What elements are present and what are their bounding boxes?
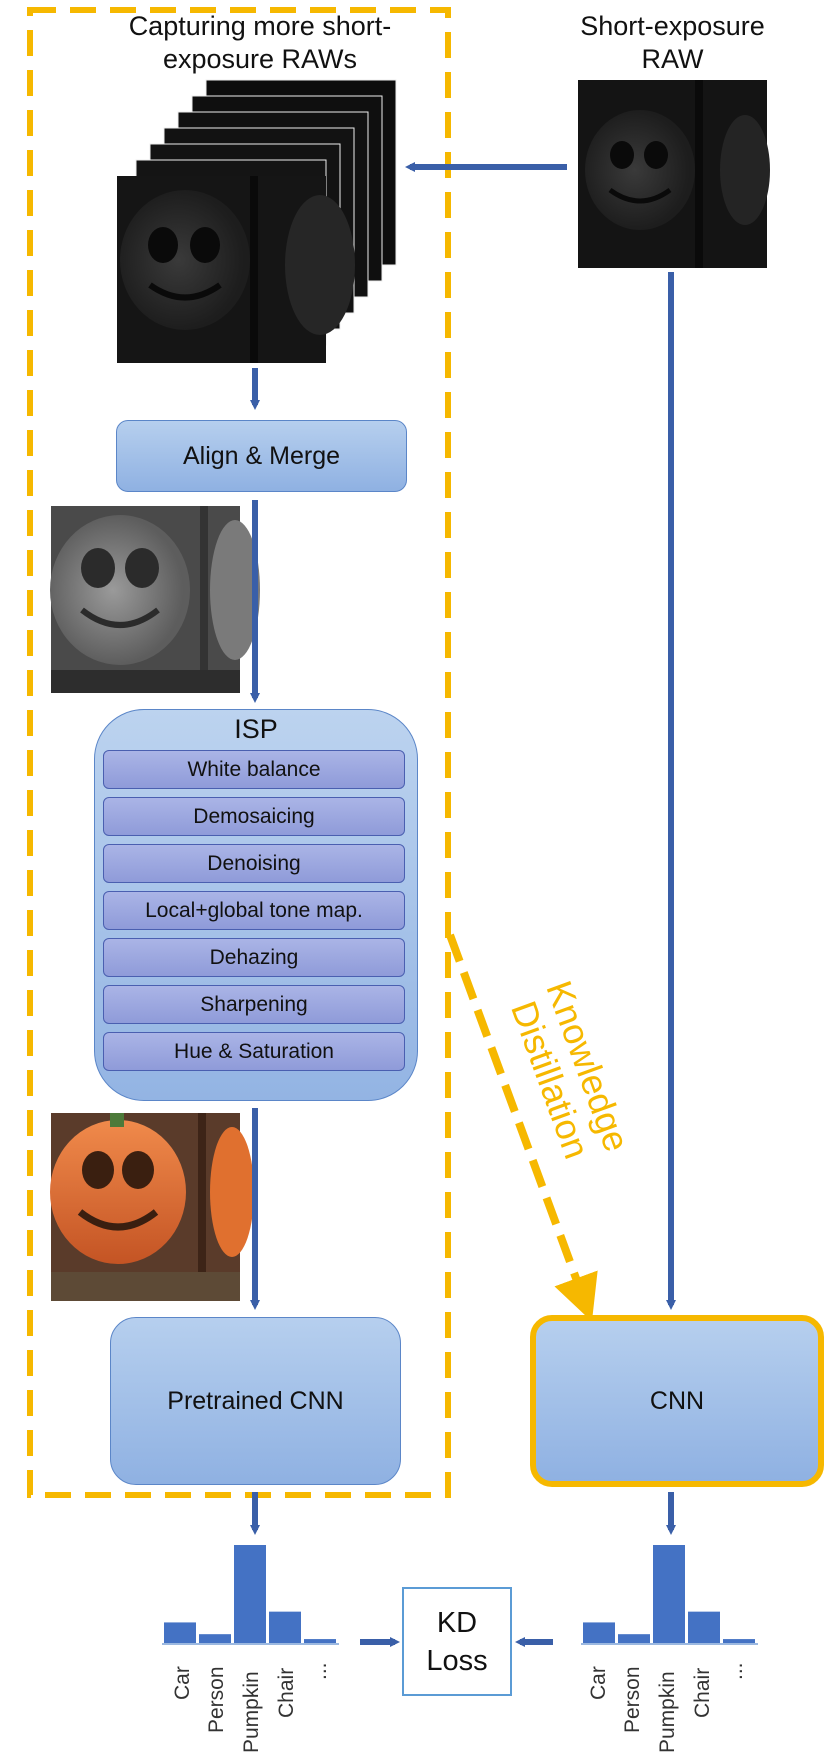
isp-step-hue-saturation: Hue & Saturation [103,1032,405,1071]
isp-step-sharpening: Sharpening [103,985,405,1024]
isp-title: ISP [234,714,278,744]
left-bar-car [164,1622,196,1643]
hist-left-label-pumpkin: Pumpkin [240,1671,263,1753]
merged-image [50,506,260,693]
left-bar-chair [269,1611,301,1643]
hist-right-label-more: ... [724,1662,747,1680]
isp-step-denoising: Denoising [103,844,405,883]
histogram-right [581,1545,758,1645]
hist-right-label-person: Person [621,1666,644,1733]
capture-dashed-frame [27,7,451,1498]
short-raw-title-line1: Short-exposure [580,11,765,41]
left-bar-pumpkin [234,1545,266,1643]
hist-right-label-chair: Chair [691,1667,714,1718]
kd-loss-line1: KD [436,1606,478,1639]
raw-stack-image [117,79,397,363]
capture-title: Capturing more short- exposure RAWs [90,10,430,76]
knowledge-distillation-arrow [446,933,598,1322]
short-raw-title: Short-exposure RAW [560,10,785,76]
capture-title-line1: Capturing more short- [128,11,392,41]
hist-right-label-pumpkin: Pumpkin [656,1671,679,1753]
hist-left-label-more: ... [308,1662,331,1680]
short-raw-title-line2: RAW [641,44,704,74]
kd-loss-line2: Loss [426,1644,488,1677]
hist-left-label-car: Car [171,1666,194,1700]
left-bar-person [199,1634,231,1643]
isp-block: ISP White balance Demosaicing Denoising … [94,709,418,1101]
isp-step-white-balance: White balance [103,750,405,789]
right-bar-chair [688,1611,720,1643]
cnn-box: CNN [530,1315,824,1487]
right-bar- [723,1639,755,1643]
right-bar-pumpkin [653,1545,685,1643]
pretrained-cnn-box: Pretrained CNN [110,1317,401,1485]
hist-right-label-car: Car [587,1666,610,1700]
isp-step-dehazing: Dehazing [103,938,405,977]
isp-step-demosaicing: Demosaicing [103,797,405,836]
left-bar- [304,1639,336,1643]
isp-step-tone-map: Local+global tone map. [103,891,405,930]
histogram-left [162,1545,339,1645]
align-merge-box: Align & Merge [116,420,407,492]
processed-image [50,1113,254,1301]
right-bar-person [618,1634,650,1643]
short-exposure-raw-image [578,80,770,268]
hist-left-label-chair: Chair [275,1667,298,1718]
hist-left-label-person: Person [205,1666,228,1733]
capture-title-line2: exposure RAWs [162,44,358,74]
right-bar-car [583,1622,615,1643]
kd-loss-box: KD Loss [402,1587,512,1696]
